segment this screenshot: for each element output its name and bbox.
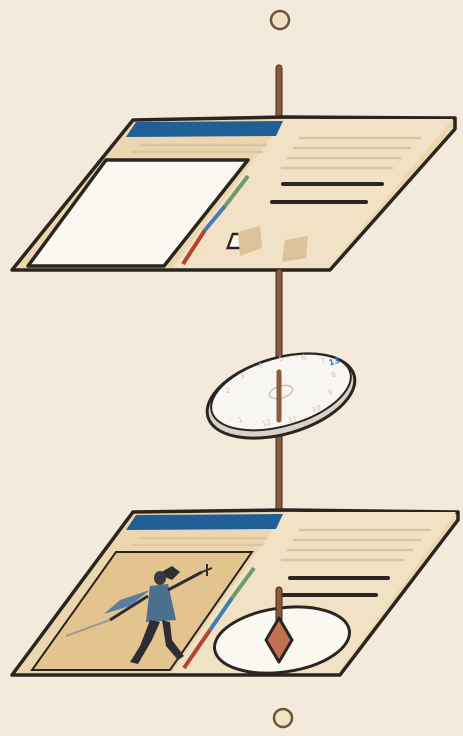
top-card-hex-shape	[282, 236, 308, 262]
top-card-header-stripe	[126, 121, 283, 137]
top-card	[12, 117, 455, 270]
bottom-card-header-stripe	[126, 514, 283, 530]
bottom-card	[12, 510, 458, 681]
bottom-knob-icon	[274, 709, 292, 727]
top-knob-icon	[271, 11, 289, 29]
